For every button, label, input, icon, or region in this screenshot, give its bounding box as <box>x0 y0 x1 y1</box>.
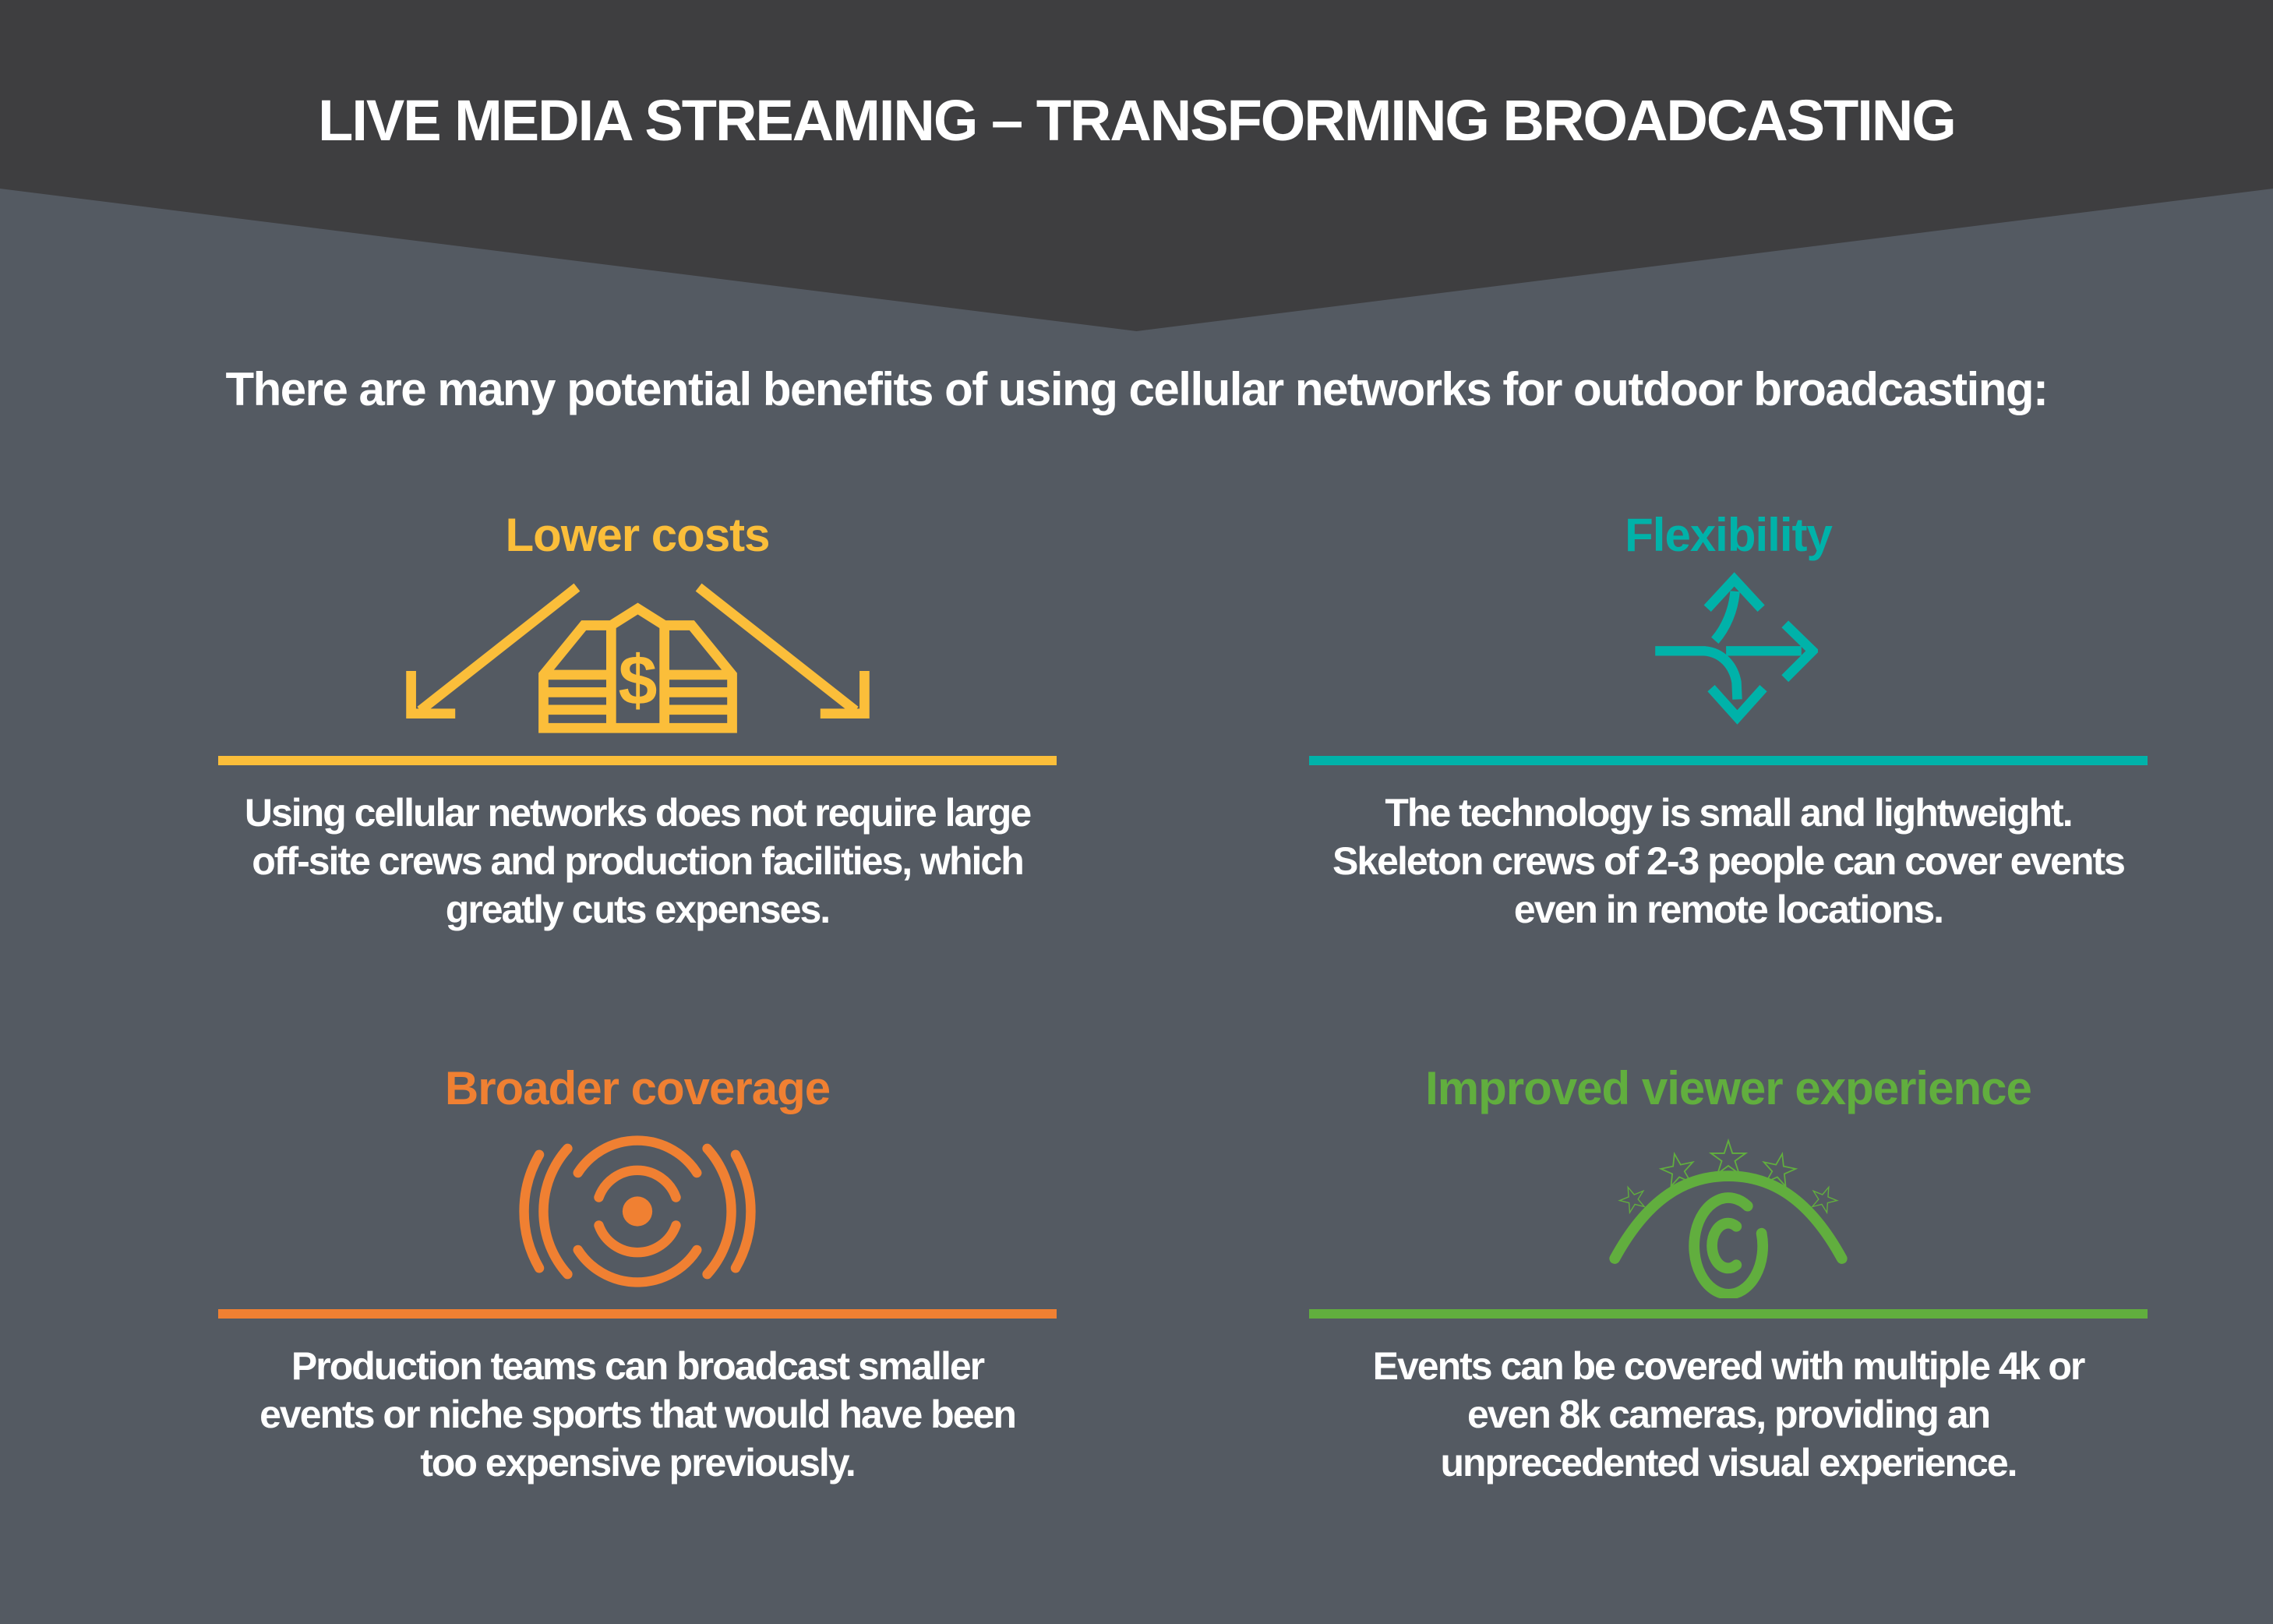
section-body: Events can be covered with multiple 4k o… <box>1372 1344 2086 1485</box>
header-chevron-shape <box>0 189 2273 331</box>
section-body: The technology is small and lightweight.… <box>1332 791 2126 931</box>
section-lower-costs: Lower costs $ Using cellular networks do… <box>218 499 1057 934</box>
header-band <box>0 0 2273 189</box>
section-flexibility: Flexibility The technology is small and … <box>1309 499 2148 934</box>
intro-text: There are many potential benefits of usi… <box>225 363 2049 415</box>
money-stack-decrease-icon: $ <box>405 583 870 733</box>
section-body: Production teams can broadcast smaller e… <box>259 1344 1017 1485</box>
section-divider <box>218 756 1057 765</box>
section-title: Flexibility <box>1625 509 1833 561</box>
section-broader-coverage: Broader coverage Production teams can br… <box>218 1052 1057 1487</box>
section-title: Lower costs <box>505 509 770 561</box>
section-divider <box>218 1309 1057 1319</box>
icon-box: $ <box>218 561 1057 756</box>
section-improved-viewer-experience: Improved viewer experience <box>1309 1052 2148 1487</box>
benefits-grid: Lower costs $ Using cellular networks do… <box>218 499 2148 1487</box>
dollar-glyph: $ <box>618 642 657 720</box>
section-divider <box>1309 1309 2148 1319</box>
eye-with-stars-icon <box>1609 1139 1848 1298</box>
page-title: LIVE MEDIA STREAMING – TRANSFORMING BROA… <box>318 88 1957 153</box>
section-divider <box>1309 756 2148 765</box>
section-body: Using cellular networks does not require… <box>244 791 1032 931</box>
icon-box <box>1309 1114 2148 1309</box>
section-title: Improved viewer experience <box>1425 1062 2032 1114</box>
section-title: Broader coverage <box>444 1062 831 1114</box>
branching-arrows-icon <box>1655 572 1818 725</box>
signal-waves-icon <box>519 1135 756 1287</box>
icon-box <box>1309 561 2148 756</box>
icon-box <box>218 1114 1057 1309</box>
